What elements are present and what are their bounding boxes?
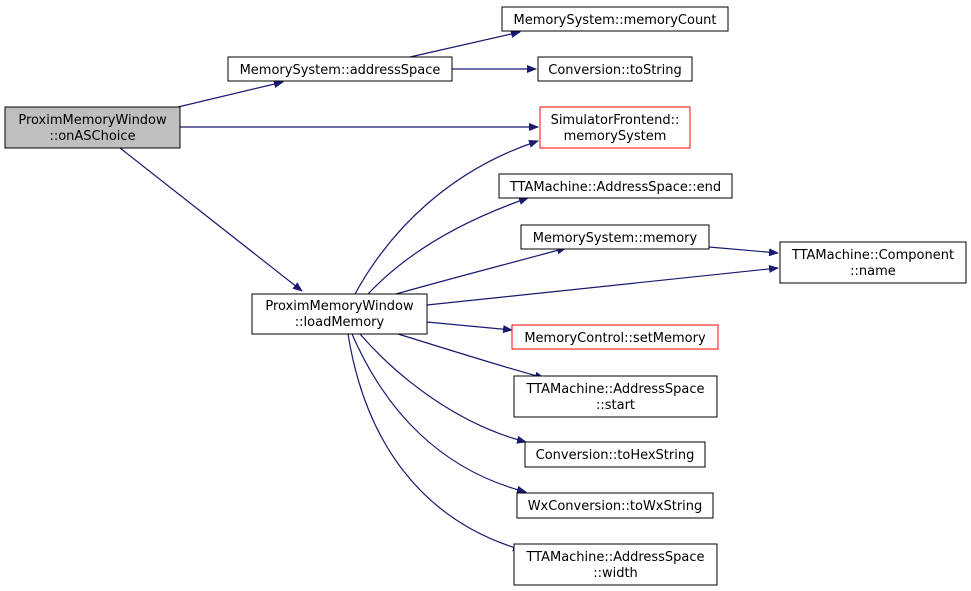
node-label-line: memorySystem — [564, 129, 667, 144]
edge-onaschoice-to-addressspace — [177, 80, 284, 108]
node-tostring[interactable]: Conversion::toString — [537, 56, 693, 82]
edge-loadmemory-to-setmemory — [426, 321, 513, 334]
node-tohexstring[interactable]: Conversion::toHexString — [524, 441, 706, 468]
node-label-line: TTAMachine::AddressSpace — [525, 382, 704, 397]
node-label-line: MemoryControl::setMemory — [524, 331, 706, 346]
edge-memory-to-name — [708, 246, 779, 257]
node-name[interactable]: TTAMachine::Component ::name — [779, 241, 967, 284]
node-label-line: ::width — [593, 566, 638, 581]
edge-loadmemory-to-towxstring — [351, 333, 527, 494]
node-label-line: ::start — [596, 398, 635, 413]
edge-loadmemory-to-memory — [395, 246, 567, 295]
node-end[interactable]: TTAMachine::AddressSpace::end — [498, 173, 733, 199]
edge-loadmemory-to-end — [367, 197, 529, 295]
node-label-line: SimulatorFrontend:: — [551, 113, 680, 128]
node-label-line: Conversion::toString — [548, 63, 682, 78]
node-loadmemory[interactable]: ProximMemoryWindow ::loadMemory — [251, 293, 428, 335]
edge-onaschoice-to-loadmemory — [119, 147, 303, 292]
edge-addressspace-to-memorycount — [409, 30, 521, 58]
node-towxstring[interactable]: WxConversion::toWxString — [516, 492, 714, 519]
node-addressspace[interactable]: MemorySystem::addressSpace — [227, 56, 453, 82]
node-memorysystem[interactable]: SimulatorFrontend:: memorySystem — [539, 106, 691, 149]
node-label-line: ::loadMemory — [295, 315, 385, 330]
node-setmemory[interactable]: MemoryControl::setMemory — [511, 324, 719, 350]
node-label-line: ::onASChoice — [49, 129, 135, 144]
node-label-line: ProximMemoryWindow — [265, 299, 414, 314]
edge-loadmemory-to-start — [397, 333, 545, 380]
node-label-line: TTAMachine::AddressSpace — [525, 550, 704, 565]
node-memorycount[interactable]: MemorySystem::memoryCount — [501, 6, 729, 32]
node-label-line: TTAMachine::AddressSpace::end — [509, 180, 721, 195]
node-memory[interactable]: MemorySystem::memory — [520, 224, 710, 250]
node-label-line: ProximMemoryWindow — [18, 113, 167, 128]
node-label-line: MemorySystem::memory — [533, 231, 698, 246]
node-start[interactable]: TTAMachine::AddressSpace ::start — [513, 375, 718, 418]
edge-loadmemory-to-width — [347, 333, 523, 552]
node-label-line: TTAMachine::Component — [791, 248, 954, 263]
edge-loadmemory-to-memorysystem — [354, 140, 539, 295]
node-label-line: Conversion::toHexString — [536, 448, 695, 463]
edge-loadmemory-to-tohexstring — [359, 333, 527, 444]
edges — [119, 30, 779, 552]
node-label-line: MemorySystem::memoryCount — [513, 13, 716, 28]
node-width[interactable]: TTAMachine::AddressSpace ::width — [513, 543, 718, 586]
node-label-line: MemorySystem::addressSpace — [240, 63, 441, 78]
node-onaschoice[interactable]: ProximMemoryWindow ::onASChoice — [4, 106, 181, 149]
node-label-line: WxConversion::toWxString — [528, 499, 703, 514]
edge-loadmemory-to-name — [426, 264, 779, 306]
node-label-line: ::name — [850, 264, 896, 279]
nodes: ProximMemoryWindow ::onASChoice MemorySy… — [4, 6, 967, 586]
